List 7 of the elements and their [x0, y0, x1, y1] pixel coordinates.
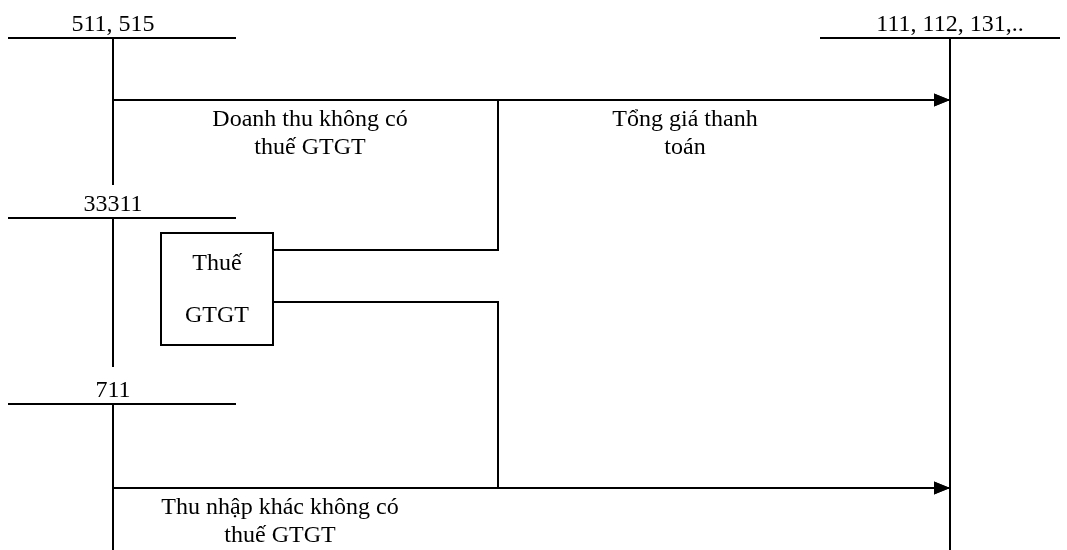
- account-number: 511, 515: [70, 10, 156, 36]
- account-number: 111, 112, 131,..: [875, 10, 1025, 36]
- process-box: Thuế GTGT: [160, 232, 274, 346]
- arrow: [273, 301, 951, 495]
- arrow: [273, 93, 951, 251]
- account-number: 711: [94, 376, 132, 402]
- account-number: 33311: [82, 190, 144, 216]
